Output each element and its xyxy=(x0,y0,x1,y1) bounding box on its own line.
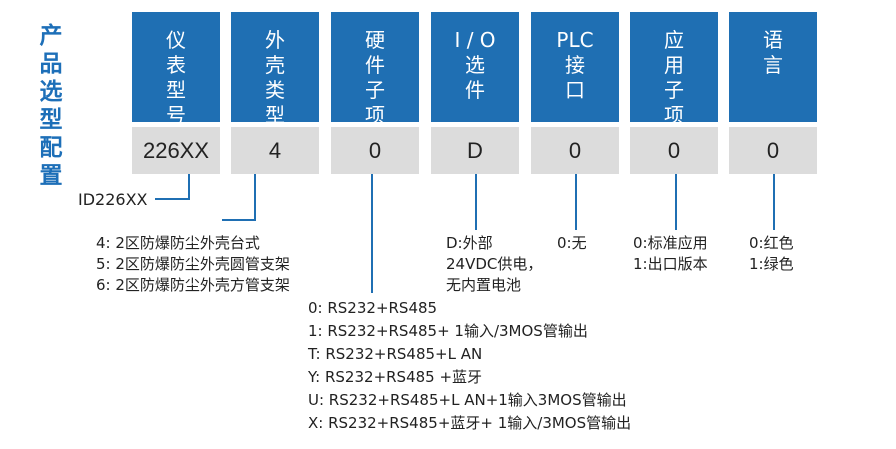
hardware-options: 0: RS232+RS485 1: RS232+RS485+ 1输入/3MOS管… xyxy=(308,297,631,435)
header-char: 型 xyxy=(265,103,285,127)
header-char: 言 xyxy=(763,53,783,77)
side-title-char: 型 xyxy=(39,107,63,133)
header-char: PLC xyxy=(556,28,594,52)
hardware-option: 0: RS232+RS485 xyxy=(308,299,438,317)
column-language: 语 言 0 xyxy=(729,12,817,174)
io-option: 无内置电池 xyxy=(446,276,522,294)
column-io: I / O 选 件 D xyxy=(431,12,519,174)
io-options: D:外部 24VDC供电， 无内置电池 xyxy=(446,233,542,296)
connector-housing xyxy=(222,174,256,221)
header-char: 项 xyxy=(365,103,385,127)
header-char: 应 xyxy=(664,28,684,52)
header-char: 子 xyxy=(365,78,385,102)
side-title-char: 选 xyxy=(39,79,63,105)
header-hardware: 硬 件 子 项 xyxy=(331,12,419,127)
column-plc: PLC 接 口 0 xyxy=(531,12,619,174)
header-char: 接 xyxy=(565,53,585,77)
side-title-char: 产 xyxy=(39,23,63,49)
side-title-char: 配 xyxy=(39,135,63,161)
io-option: 24VDC供电， xyxy=(446,255,543,273)
code-housing: 4 xyxy=(231,127,319,174)
header-char: 选 xyxy=(465,53,485,77)
housing-options: 4: 2区防爆防尘外壳台式 5: 2区防爆防尘外壳圆管支架 6: 2区防爆防尘外… xyxy=(96,233,290,296)
header-char: 型 xyxy=(166,78,186,102)
header-plc: PLC 接 口 xyxy=(531,12,619,122)
hardware-option: 1: RS232+RS485+ 1输入/3MOS管输出 xyxy=(308,322,588,340)
header-language: 语 言 xyxy=(729,12,817,122)
hardware-option: T: RS232+RS485+L AN xyxy=(308,345,483,363)
header-io: I / O 选 件 xyxy=(431,12,519,122)
hardware-option: X: RS232+RS485+蓝牙+ 1输入/3MOS管输出 xyxy=(308,414,632,432)
side-title: 产 品 选 型 配 置 xyxy=(36,22,66,190)
code-model: 226XX xyxy=(132,127,220,174)
header-char: 子 xyxy=(664,78,684,102)
plc-options: 0:无 xyxy=(557,233,587,254)
header-char: 语 xyxy=(763,28,783,52)
header-char: 外 xyxy=(265,28,285,52)
code-application: 0 xyxy=(630,127,718,174)
code-plc: 0 xyxy=(531,127,619,174)
column-hardware: 硬 件 子 项 0 xyxy=(331,12,419,174)
header-char: I / O xyxy=(454,28,496,52)
application-options: 0:标准应用 1:出口版本 xyxy=(633,233,708,275)
header-char: 用 xyxy=(664,53,684,77)
header-housing: 外 壳 类 型 xyxy=(231,12,319,127)
housing-option: 5: 2区防爆防尘外壳圆管支架 xyxy=(96,255,290,273)
header-char: 件 xyxy=(465,78,485,102)
language-option: 0:红色 xyxy=(749,234,794,252)
header-char: 项 xyxy=(664,103,684,127)
language-option: 1:绿色 xyxy=(749,255,794,273)
header-char: 号 xyxy=(166,103,186,127)
application-option: 0:标准应用 xyxy=(633,234,708,252)
header-char: 仪 xyxy=(166,28,186,52)
header-char: 件 xyxy=(365,53,385,77)
code-io: D xyxy=(431,127,519,174)
column-application: 应 用 子 项 0 xyxy=(630,12,718,174)
header-char: 类 xyxy=(265,78,285,102)
header-char: 壳 xyxy=(265,53,285,77)
header-application: 应 用 子 项 xyxy=(630,12,718,127)
header-model: 仪 表 型 号 xyxy=(132,12,220,127)
housing-option: 6: 2区防爆防尘外壳方管支架 xyxy=(96,276,290,294)
column-model: 仪 表 型 号 226XX xyxy=(132,12,220,174)
column-housing: 外 壳 类 型 4 xyxy=(231,12,319,174)
hardware-option: Y: RS232+RS485 +蓝牙 xyxy=(308,368,483,386)
header-char: 口 xyxy=(565,78,585,102)
hardware-option: U: RS232+RS485+L AN+1输入3MOS管输出 xyxy=(308,391,627,409)
code-language: 0 xyxy=(729,127,817,174)
language-options: 0:红色 1:绿色 xyxy=(749,233,794,275)
model-label: ID226XX xyxy=(78,190,148,209)
header-char: 表 xyxy=(166,53,186,77)
io-option: D:外部 xyxy=(446,234,493,252)
header-char: 硬 xyxy=(365,28,385,52)
housing-option: 4: 2区防爆防尘外壳台式 xyxy=(96,234,260,252)
side-title-char: 品 xyxy=(39,51,63,77)
side-title-char: 置 xyxy=(39,163,63,189)
plc-option: 0:无 xyxy=(557,234,587,252)
connector-model xyxy=(155,174,190,200)
code-hardware: 0 xyxy=(331,127,419,174)
application-option: 1:出口版本 xyxy=(633,255,708,273)
